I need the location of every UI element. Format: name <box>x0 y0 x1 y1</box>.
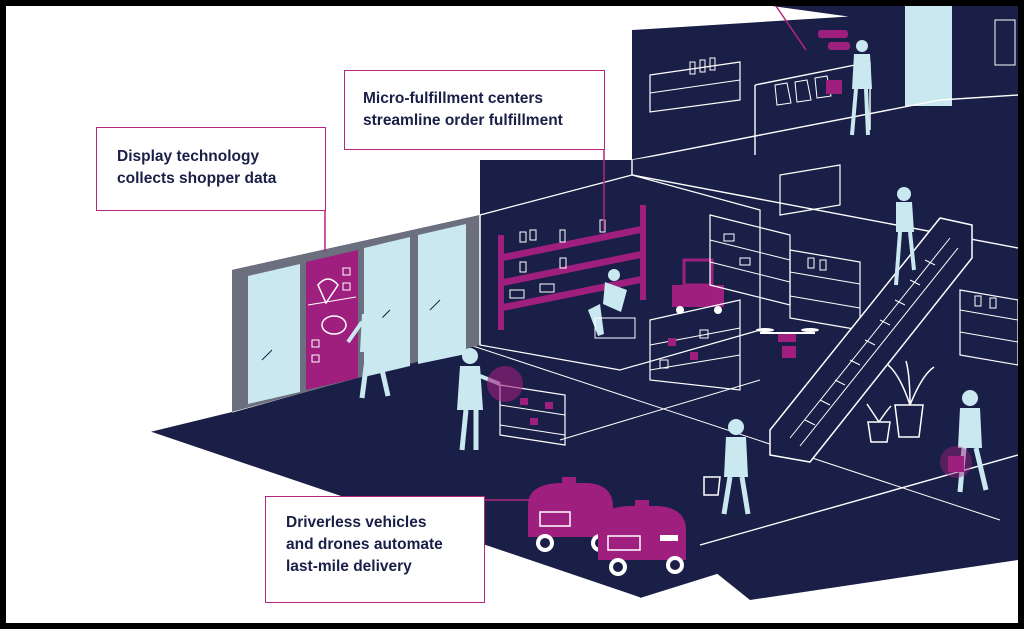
illustration-frame: .ln { stroke: #ffffff; stroke-width: 1.4… <box>6 6 1018 623</box>
callout-display-technology: Display technology collects shopper data <box>96 127 326 211</box>
callout-fulfillment-line2: streamline order fulfillment <box>363 112 563 129</box>
plant-icon <box>866 360 935 443</box>
callout-delivery-line2: and drones automate <box>286 536 443 553</box>
store-shelving <box>499 164 1018 446</box>
escalator <box>769 187 973 463</box>
callout-driverless-delivery: Driverless vehicles and drones automate … <box>265 496 485 603</box>
micro-fulfillment-room <box>479 174 761 371</box>
robot-vehicle-icon <box>528 477 686 576</box>
callout-display-line1: Display technology <box>117 148 260 165</box>
shopper-icon <box>346 296 989 515</box>
drone-icon <box>756 328 819 358</box>
callout-delivery-line3: last-mile delivery <box>286 558 412 575</box>
callout-display-line2: collects shopper data <box>117 170 277 187</box>
callout-fulfillment-line1: Micro-fulfillment centers <box>363 90 543 107</box>
retail-store-illustration: .ln { stroke: #ffffff; stroke-width: 1.4… <box>149 6 1018 600</box>
callout-delivery-line1: Driverless vehicles <box>286 514 427 531</box>
clothing-display <box>649 19 1016 155</box>
callout-leaders <box>324 6 807 501</box>
callout-micro-fulfillment: Micro-fulfillment centers streamline ord… <box>344 70 605 150</box>
